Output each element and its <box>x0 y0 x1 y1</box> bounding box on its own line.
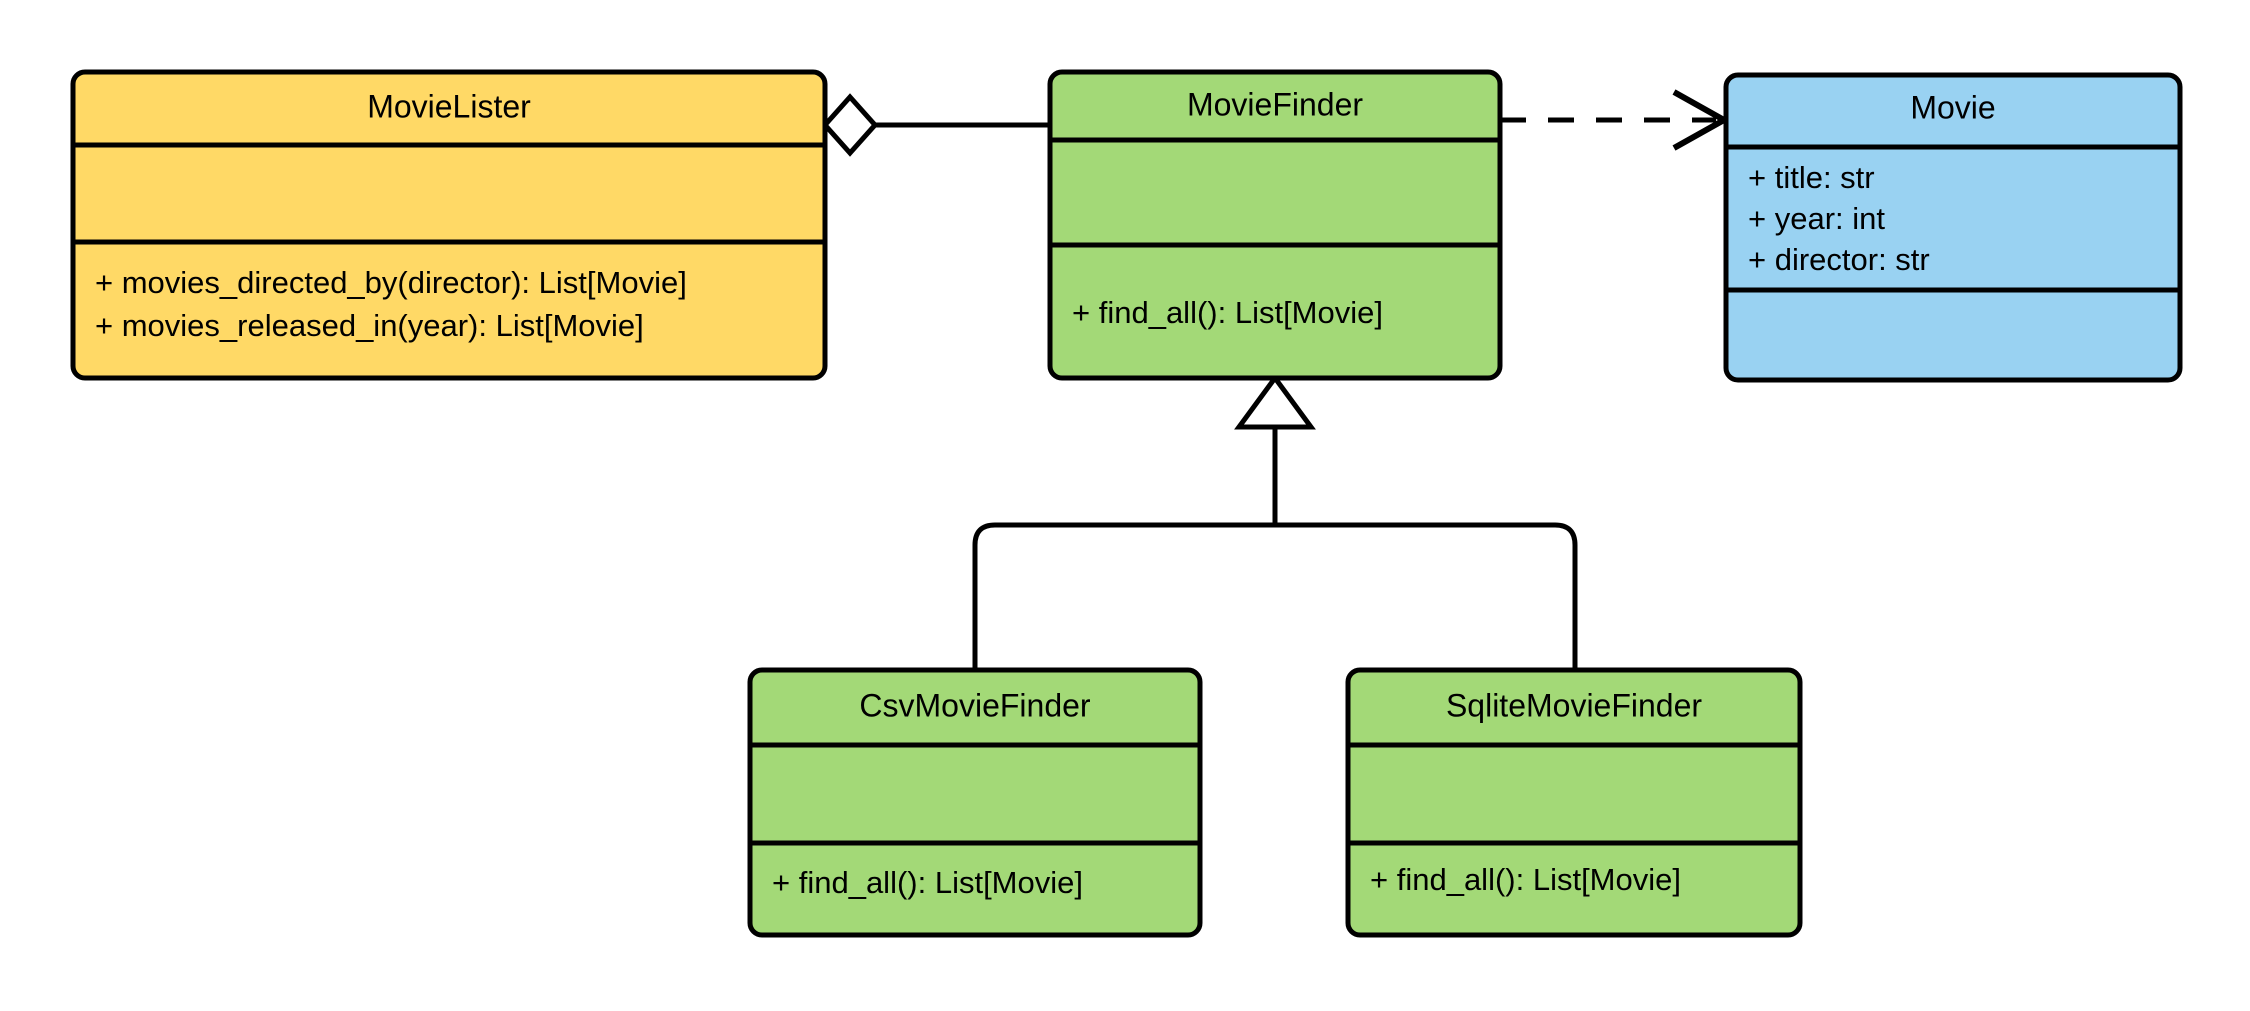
sqlite-movie-finder-method-0: + find_all(): List[Movie] <box>1370 862 1681 897</box>
relationship-aggregation-lister-finder <box>821 93 1050 157</box>
hollow-triangle-icon <box>1234 373 1316 430</box>
sqlite-movie-finder-title: SqliteMovieFinder <box>1446 687 1702 723</box>
movie-finder-method-0: + find_all(): List[Movie] <box>1072 295 1383 330</box>
movie-body[interactable] <box>1723 72 2183 383</box>
movie-finder-title: MovieFinder <box>1187 86 1363 122</box>
movie-lister-method-1: + movies_released_in(year): List[Movie] <box>95 308 644 343</box>
generalization-branch-sqlite <box>1275 522 1578 670</box>
movie-attribute-0: + title: str <box>1748 160 1875 195</box>
csv-movie-finder-title: CsvMovieFinder <box>859 687 1091 723</box>
class-box-movie-finder[interactable]: MovieFinder + find_all(): List[Movie] <box>1047 69 1503 381</box>
movie-title: Movie <box>1910 89 1995 125</box>
class-box-sqlite-movie-finder[interactable]: SqliteMovieFinder + find_all(): List[Mov… <box>1345 667 1803 938</box>
movie-lister-body[interactable] <box>70 69 828 381</box>
relationship-dependency-finder-movie <box>1500 89 1731 151</box>
class-box-movie-lister[interactable]: MovieLister + movies_directed_by(directo… <box>70 69 828 381</box>
csv-movie-finder-body[interactable] <box>747 667 1203 938</box>
movie-attribute-1: + year: int <box>1748 201 1885 236</box>
sqlite-movie-finder-body[interactable] <box>1345 667 1803 938</box>
class-box-csv-movie-finder[interactable]: CsvMovieFinder + find_all(): List[Movie] <box>747 667 1203 938</box>
movie-lister-title: MovieLister <box>367 88 531 124</box>
movie-finder-body[interactable] <box>1047 69 1503 381</box>
generalization-branch-csv <box>972 522 1275 670</box>
hollow-diamond-icon <box>821 93 879 157</box>
relationship-generalization-tree <box>972 373 1578 670</box>
class-box-movie[interactable]: Movie + title: str + year: int + directo… <box>1723 72 2183 383</box>
movie-attribute-2: + director: str <box>1748 242 1930 277</box>
movie-lister-method-0: + movies_directed_by(director): List[Mov… <box>95 265 687 300</box>
csv-movie-finder-method-0: + find_all(): List[Movie] <box>772 865 1083 900</box>
